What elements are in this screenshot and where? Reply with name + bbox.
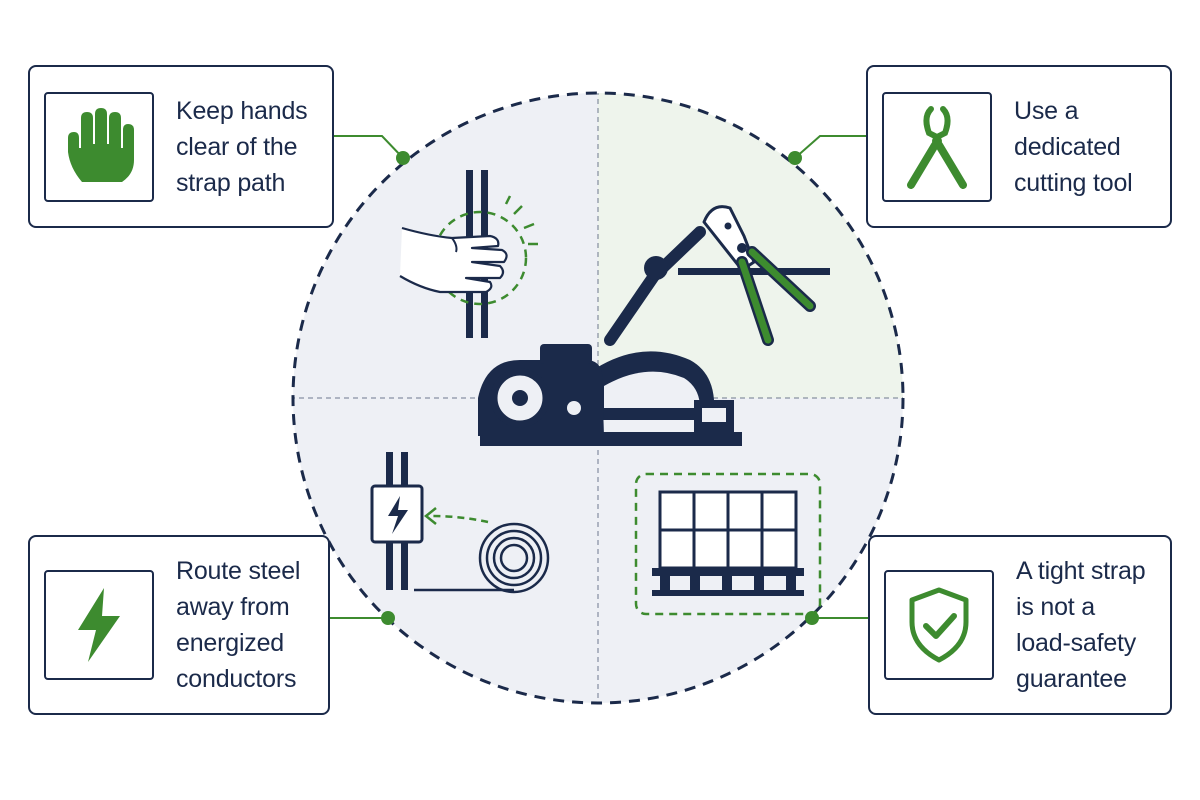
callout-load-text: A tight strap is not a load-safety guara… — [1016, 557, 1146, 693]
connector-dots — [381, 151, 819, 625]
energized-conductor-illustration — [370, 452, 550, 594]
callout-electric: Route steel away from energized conducto… — [28, 535, 330, 715]
callout-electric-text: Route steel away from energized conducto… — [176, 557, 301, 693]
callout-load: A tight strap is not a load-safety guara… — [868, 535, 1172, 715]
pallet-load-illustration — [634, 472, 822, 616]
hand-stop-icon — [44, 91, 154, 202]
callout-cutting: Use a dedicated cutting tool — [866, 65, 1172, 228]
circle-dashed-border — [291, 91, 905, 705]
strap-cutter-illustration — [604, 205, 830, 346]
cutter-icon — [882, 91, 992, 202]
lightning-icon — [44, 570, 154, 680]
callout-cutting-text: Use a dedicated cutting tool — [1014, 96, 1133, 197]
callout-hands: Keep hands clear of the strap path — [28, 65, 334, 228]
callout-hands-text: Keep hands clear of the strap path — [176, 96, 308, 197]
connectors — [330, 135, 868, 619]
shield-check-icon — [884, 570, 994, 680]
strap-tensioner-illustration — [478, 344, 742, 446]
hand-on-strap-illustration — [399, 170, 538, 338]
